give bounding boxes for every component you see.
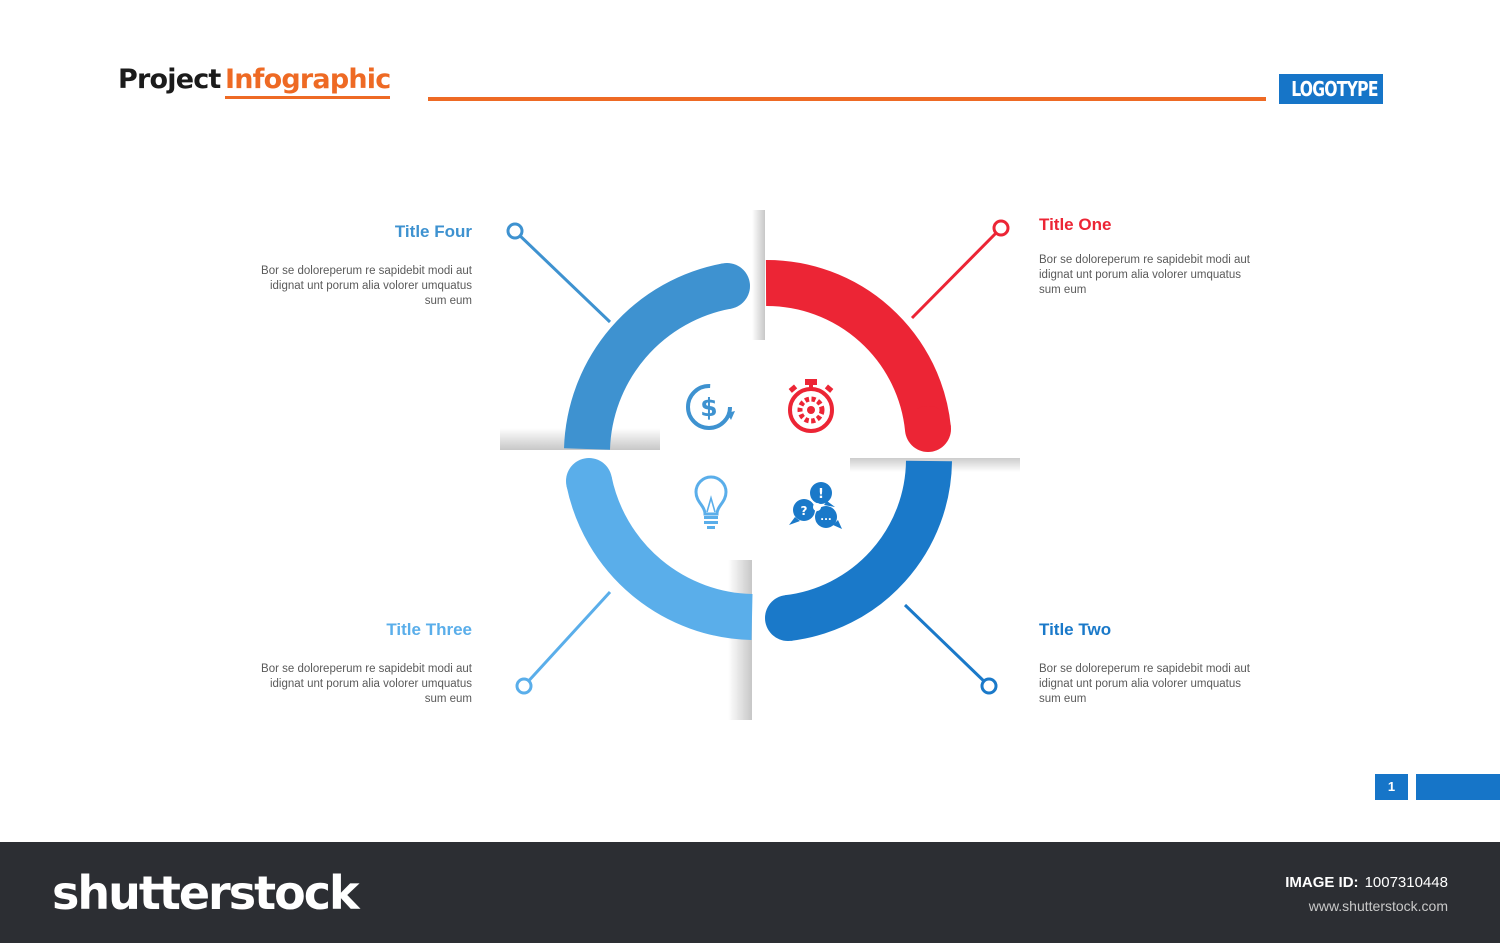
item-heading: Title Three <box>386 620 472 639</box>
item-title-one: Title One Bor se doloreperum re sapidebi… <box>1039 215 1254 298</box>
segment-four-cap <box>704 263 750 309</box>
segment-two <box>784 460 952 641</box>
item-body: Bor se doloreperum re sapidebit modi aut… <box>1039 663 1250 705</box>
page-bar <box>1416 774 1500 800</box>
item-body: Bor se doloreperum re sapidebit modi aut… <box>261 663 472 705</box>
connector-line-four <box>513 229 612 324</box>
item-heading: Title Four <box>394 222 472 241</box>
brand-logo: shutterstock <box>52 866 360 920</box>
circular-diagram: $ ! ? ... <box>500 210 1020 720</box>
fold-shadow <box>728 560 752 720</box>
item-title-four: Title Four Bor se doloreperum re sapideb… <box>257 222 472 309</box>
watermark-footer: shutterstock IMAGE ID: 1007310448 www.shu… <box>0 842 1500 943</box>
connector-dot-four <box>506 222 524 240</box>
item-title-three: Title Three Bor se doloreperum re sapide… <box>257 620 472 707</box>
item-heading: Title Two <box>1039 620 1112 639</box>
segment-three-cap <box>566 458 612 504</box>
image-id-label: IMAGE ID: <box>1285 874 1359 891</box>
svg-text:?: ? <box>801 504 808 518</box>
connector-dot-two <box>980 677 998 695</box>
speech-bubbles-icon: ! ? ... <box>789 482 842 529</box>
svg-text:$: $ <box>700 393 717 422</box>
item-title-two: Title Two Bor se doloreperum re sapidebi… <box>1039 620 1254 707</box>
image-id-value: 1007310448 <box>1364 874 1448 891</box>
segment-one <box>765 259 951 432</box>
connector-line-three <box>522 590 612 688</box>
image-id: IMAGE ID: 1007310448 <box>1285 874 1448 891</box>
slide: Project Infographic LOGOTYPE <box>118 64 1500 800</box>
svg-text:...: ... <box>820 512 831 523</box>
dollar-cycle-icon: $ <box>686 384 735 430</box>
segment-four <box>564 263 732 451</box>
title-underline <box>428 97 1266 101</box>
logo: LOGOTYPE <box>1279 74 1383 104</box>
site-url: www.shutterstock.com <box>1308 898 1448 914</box>
connector-line-one <box>910 226 1003 320</box>
connector-dot-one <box>992 219 1010 237</box>
title-word-project: Project <box>118 64 221 95</box>
svg-text:!: ! <box>818 487 824 502</box>
page-number: 1 <box>1375 774 1408 800</box>
item-body: Bor se doloreperum re sapidebit modi aut… <box>1039 254 1250 296</box>
connector-dot-three <box>515 677 533 695</box>
item-heading: Title One <box>1039 215 1112 234</box>
item-body: Bor se doloreperum re sapidebit modi aut… <box>261 265 472 307</box>
page-title: Project Infographic <box>118 64 391 104</box>
segment-three <box>566 475 753 640</box>
lightbulb-icon <box>694 475 728 529</box>
fold-shadow <box>752 210 765 340</box>
title-word-infographic: Infographic <box>225 64 391 99</box>
stopwatch-gear-icon <box>788 379 834 433</box>
connector-line-two <box>903 603 991 688</box>
segment-two-cap <box>765 595 811 641</box>
segment-one-cap <box>905 406 951 452</box>
